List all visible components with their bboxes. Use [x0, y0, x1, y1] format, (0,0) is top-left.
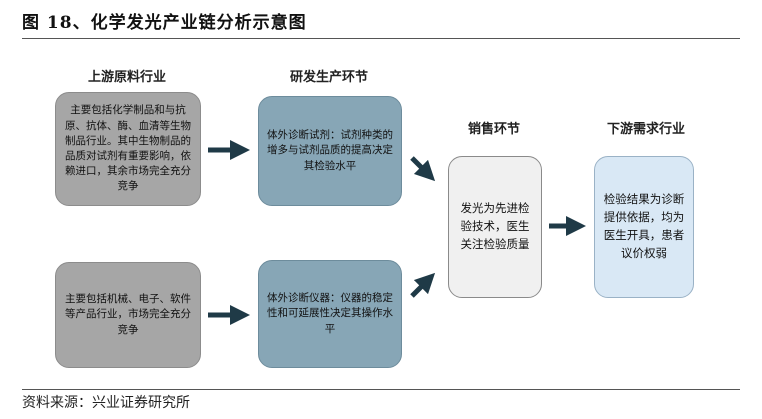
arrow-reagent-to-sales	[410, 156, 436, 182]
upstream-chemical-box: 主要包括化学制品和与抗原、抗体、酶、血清等生物制品行业。其中生物制品的品质对试剂…	[55, 92, 201, 206]
downstream-text: 检验结果为诊断提供依据，均为医生开具，患者议价权弱	[603, 192, 685, 260]
reagent-text: 体外诊断试剂：试剂种类的增多与试剂品质的提高决定其检验水平	[267, 129, 393, 172]
sales-text: 发光为先进检验技术，医生关注检验质量	[460, 201, 530, 251]
upstream-chemical-text: 主要包括化学制品和与抗原、抗体、酶、血清等生物制品行业。其中生物制品的品质对试剂…	[65, 104, 191, 193]
arrow-instrument-to-sales	[410, 272, 436, 298]
sales-box: 发光为先进检验技术，医生关注检验质量	[448, 156, 542, 298]
top-rule	[22, 38, 740, 39]
figure-source: 资料来源：兴业证券研究所	[22, 395, 190, 411]
instrument-text: 体外诊断仪器：仪器的稳定性和可延展性决定其操作水平	[267, 292, 393, 335]
downstream-box: 检验结果为诊断提供依据，均为医生开具，患者议价权弱	[594, 156, 694, 298]
column-header-rnd: 研发生产环节	[289, 70, 368, 85]
upstream-mechanical-box: 主要包括机械、电子、软件等产品行业，市场完全充分竞争	[55, 262, 201, 368]
column-header-downstream: 下游需求行业	[606, 122, 685, 137]
reagent-box: 体外诊断试剂：试剂种类的增多与试剂品质的提高决定其检验水平	[258, 96, 402, 206]
bottom-rule	[22, 389, 740, 390]
column-header-sales: 销售环节	[467, 122, 520, 137]
column-header-upstream: 上游原料行业	[87, 70, 166, 85]
instrument-box: 体外诊断仪器：仪器的稳定性和可延展性决定其操作水平	[258, 260, 402, 368]
upstream-mechanical-text: 主要包括机械、电子、软件等产品行业，市场完全充分竞争	[65, 293, 191, 336]
figure-title: 图 18、化学发光产业链分析示意图	[22, 13, 307, 33]
